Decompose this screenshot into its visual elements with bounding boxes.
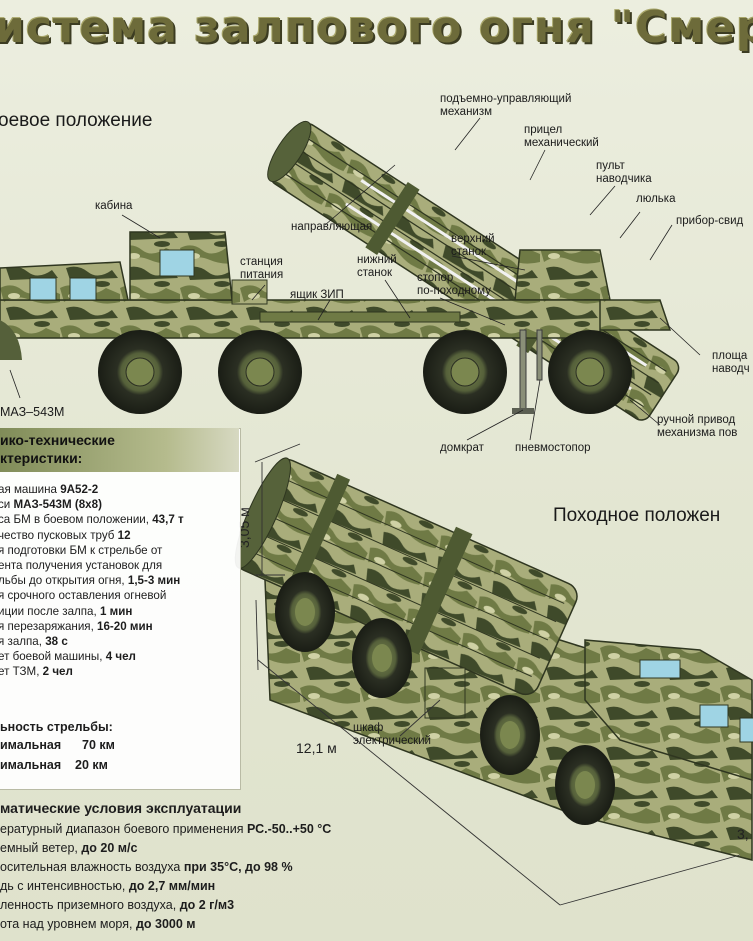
callout-platform: площа наводч <box>712 350 750 375</box>
callout-sight-device: прибор-свид <box>676 215 744 227</box>
callout-lower-mount: нижний станок <box>357 254 397 279</box>
spec-value: 12 <box>117 528 131 542</box>
spec-label: ента получения установок для <box>0 559 163 573</box>
spec-value: 38 с <box>45 635 68 649</box>
condition-value: до 3000 м <box>135 917 196 931</box>
spec-label: я залпа, <box>0 635 46 649</box>
spec-label: я подготовки БМ к стрельбе от <box>0 543 163 557</box>
range-min-label: имальная <box>0 758 62 772</box>
callout-cabin: кабина <box>95 200 133 212</box>
callout-cradle: люлька <box>636 193 676 205</box>
spec-label: я перезаряжания, <box>0 619 98 633</box>
callout-sight: прицел механический <box>524 124 599 149</box>
spec-label: са БМ в боевом положении, <box>0 513 153 527</box>
condition-label: емный ветер, <box>0 841 82 855</box>
spec-label: ая машина <box>0 483 61 496</box>
spec-row: са БМ в боевом положении, 43,7 т <box>0 512 243 527</box>
spec-label: си <box>0 498 11 512</box>
callout-jack: домкрат <box>440 442 484 454</box>
dimension-length: 12,1 м <box>296 740 337 756</box>
dimension-width: 3, <box>737 826 749 842</box>
callout-manual-drive: ручной привод механизма пов <box>657 414 738 439</box>
condition-value: до 20 м/с <box>81 841 138 855</box>
spec-value: 1,5-3 мин <box>127 574 181 588</box>
spec-row: ет ТЗМ, 2 чел <box>0 664 243 679</box>
spec-row: ента получения установок для <box>0 558 243 573</box>
spec-row: ая машина 9А52-2 <box>0 482 243 497</box>
callout-power-station: станция питания <box>240 256 284 281</box>
spec-row: я подготовки БМ к стрельбе от <box>0 543 243 558</box>
condition-label: осительная влажность воздуха <box>0 860 184 874</box>
condition-row: ота над уровнем моря, до 3000 м <box>0 917 196 931</box>
spec-value: 43,7 т <box>152 513 184 527</box>
condition-label: ленность приземного воздуха, <box>0 898 180 912</box>
spec-row: льбы до открытия огня, 1,5-3 мин <box>0 573 243 588</box>
page-title: истема залпового огня "Смер <box>0 2 753 53</box>
spec-value: 1 мин <box>99 604 133 618</box>
callout-pneumatic-stop: пневмостопор <box>515 442 591 454</box>
spec-row: я срочного оставления огневой <box>0 588 243 603</box>
spec-label: чество пусковых труб <box>0 528 118 542</box>
condition-value: РС.-50..+50 °С <box>247 822 332 836</box>
spec-label: я срочного оставления огневой <box>0 589 167 603</box>
spec-row: си МАЗ-543М (8х8) <box>0 497 243 512</box>
range-heading: ьность стрельбы: <box>0 720 113 734</box>
condition-value: при 35°С, до 98 % <box>183 860 293 874</box>
callout-upper-mount: верхний станок <box>451 233 495 258</box>
spec-label: льбы до открытия огня, <box>0 574 128 588</box>
specs-panel <box>0 428 241 790</box>
condition-row: дь с интенсивностью, до 2,7 мм/мин <box>0 879 215 893</box>
conditions-heading: матические условия эксплуатации <box>0 800 242 816</box>
combat-position-heading: оевое положение <box>0 110 153 131</box>
condition-label: ературный диапазон боевого применения <box>0 822 248 836</box>
spec-label: ет ТЗМ, <box>0 665 43 679</box>
condition-row: осительная влажность воздуха при 35°С, д… <box>0 860 293 874</box>
condition-value: до 2 г/м3 <box>179 898 235 912</box>
range-min-value: 20 км <box>75 758 108 772</box>
specs-panel-header: ико-технические ктеристики: <box>0 428 239 472</box>
condition-row: ературный диапазон боевого применения РС… <box>0 822 331 836</box>
callout-lifting-mechanism: подъемно-управляющий механизм <box>440 93 572 118</box>
spec-row: я залпа, 38 с <box>0 634 243 649</box>
spec-value: 16-20 мин <box>97 619 153 633</box>
specs-heading-line1: ико-технические <box>0 432 115 448</box>
callout-guide: направляющая <box>291 221 373 233</box>
spec-value: 2 чел <box>42 665 73 679</box>
travel-wheels <box>275 572 615 825</box>
callout-chassis: МАЗ–543М <box>0 405 65 419</box>
condition-value: до 2,7 мм/мин <box>128 879 216 893</box>
condition-label: дь с интенсивностью, <box>0 879 129 893</box>
specs-heading-line2: ктеристики: <box>0 450 83 466</box>
spec-row: я перезаряжания, 16-20 мин <box>0 619 243 634</box>
spec-value: 9А52-2 <box>60 483 99 496</box>
spec-value: МАЗ-543М (8х8) <box>13 498 102 512</box>
spec-label: иции после залпа, <box>0 604 100 618</box>
spec-row: чество пусковых труб 12 <box>0 528 243 543</box>
combat-wheels <box>98 330 632 414</box>
condition-row: емный ветер, до 20 м/с <box>0 841 137 855</box>
travel-position-heading: Походное положен <box>553 505 721 526</box>
callout-electric-cabinet: шкаф электрический <box>353 722 431 747</box>
spec-row: ет боевой машины, 4 чел <box>0 649 243 664</box>
callout-control-panel: пульт наводчика <box>596 160 652 185</box>
travel-launcher <box>234 443 753 906</box>
spec-label: ет боевой машины, <box>0 650 106 664</box>
callout-spare-box: ящик ЗИП <box>290 289 344 301</box>
combat-launcher <box>0 120 680 421</box>
condition-row: ленность приземного воздуха, до 2 г/м3 <box>0 898 234 912</box>
spec-value: 4 чел <box>105 650 136 664</box>
combat-leader-lines <box>9 117 701 441</box>
range-max-label: имальная <box>0 738 62 752</box>
spec-row: иции после залпа, 1 мин <box>0 604 243 619</box>
range-max-value: 70 км <box>82 738 115 752</box>
callout-travel-lock: стопор по-походному <box>417 272 491 297</box>
condition-label: ота над уровнем моря, <box>0 917 136 931</box>
